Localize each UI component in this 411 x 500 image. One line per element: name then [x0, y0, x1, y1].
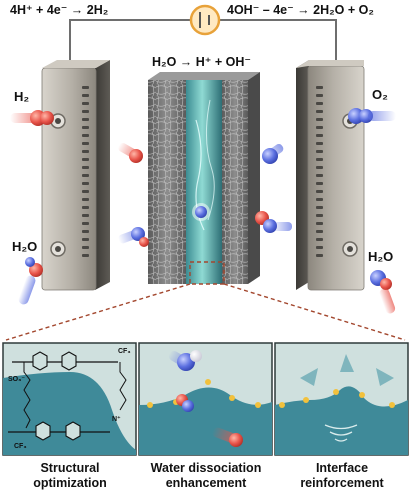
cathode-fins [82, 86, 89, 257]
oxygen-molecule-icon [348, 108, 396, 124]
caption-line-1: Interface [315, 461, 369, 475]
water-dissociation-caption: Water dissociation enhancement [138, 461, 274, 491]
cf3-top-label: CF₃ [118, 348, 131, 355]
hydrogen-label: H₂ [14, 89, 30, 104]
water-label-left: H₂O [12, 239, 38, 254]
ammonium-label: N⁺ [112, 416, 121, 423]
anode-port-bottom-icon [342, 241, 358, 257]
water-label-right: H₂O [368, 249, 394, 264]
hydrogen-molecule-icon [10, 110, 54, 126]
cf3-bottom-label: CF₃ [14, 443, 27, 450]
interface-reinforcement-caption: Interface reinforcement [274, 461, 410, 491]
cathode-port-top-icon [50, 113, 66, 129]
cathode-port-bottom-icon [50, 241, 66, 257]
dissociation-spark-icon [192, 203, 210, 221]
hydrogen-ion-icon [118, 143, 143, 163]
anode-reaction-label: 4OH⁻ – 4e⁻ → 2H₂O + O₂ [227, 3, 374, 17]
water-molecule-right-icon [370, 270, 396, 314]
sulfonate-label: SO₃⁻ [8, 376, 26, 383]
caption-line-2: enhancement [165, 476, 247, 490]
zoom-guide-lines [5, 261, 406, 341]
water-molecule-center-right-icon [255, 211, 292, 233]
membrane-assembly [148, 72, 260, 284]
anode-fins [316, 86, 323, 257]
structural-optimization-panel [2, 342, 137, 456]
caption-line-2: reinforcement [300, 476, 384, 490]
caption-line-2: optimization [33, 476, 107, 490]
water-molecule-center-left-icon [118, 227, 149, 247]
water-molecule-left-icon [18, 257, 43, 305]
membrane-reaction-label: H₂O → H⁺ + OH⁻ [152, 55, 251, 69]
power-source-icon [189, 4, 221, 36]
hydroxide-ion-icon [262, 143, 284, 164]
structural-optimization-caption: Structural optimization [2, 461, 138, 491]
external-circuit [69, 19, 337, 66]
cathode-reaction-label: 4H⁺ + 4e⁻ → 2H₂ [10, 3, 109, 17]
cathode-electrode [41, 60, 110, 291]
oxygen-label: O₂ [372, 87, 388, 102]
interface-reinforcement-panel [274, 342, 409, 456]
water-dissociation-panel [138, 342, 273, 456]
caption-line-1: Structural [40, 461, 100, 475]
caption-line-1: Water dissociation [150, 461, 262, 475]
